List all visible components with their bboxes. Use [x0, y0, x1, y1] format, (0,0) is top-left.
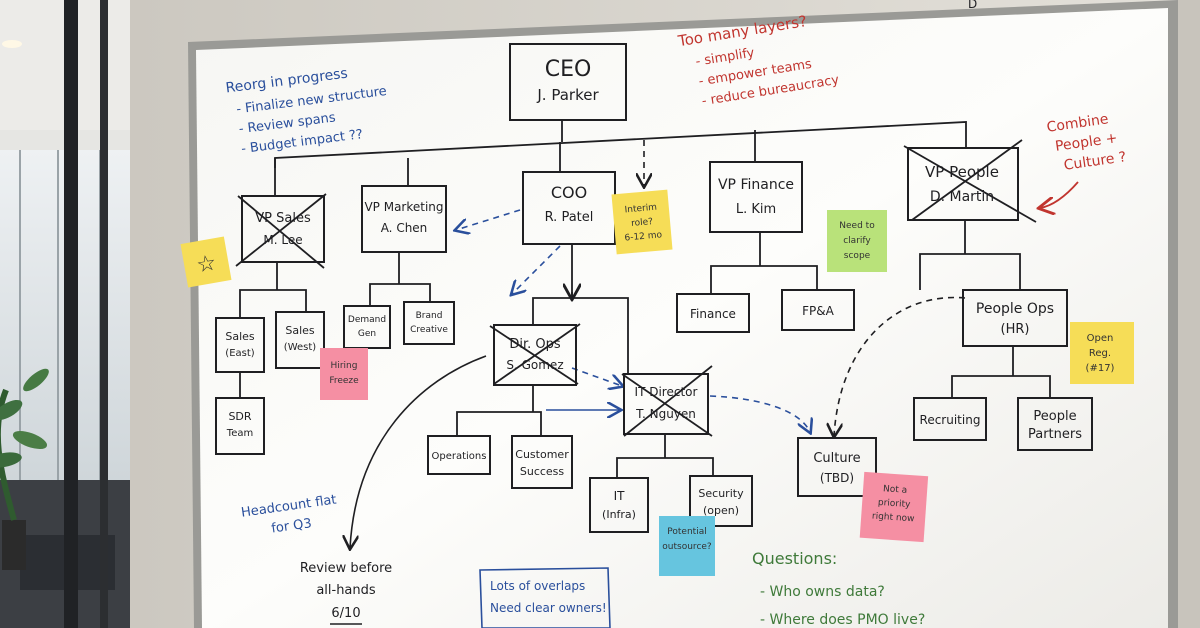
- svg-text:role?: role?: [631, 217, 654, 229]
- brand-line1: Brand: [416, 311, 443, 321]
- people-ops-sub: (HR): [1001, 322, 1030, 337]
- fpa-label: FP&A: [802, 304, 834, 318]
- vp-people-title: VP People: [925, 163, 999, 181]
- sticky-interim: Interim role? 6-12 mo: [611, 189, 673, 255]
- svg-text:Freeze: Freeze: [329, 376, 359, 386]
- brand-line2: Creative: [410, 325, 448, 335]
- org-connectors: [239, 120, 1051, 478]
- vp-finance-title: VP Finance: [718, 177, 794, 193]
- star-icon: ☆: [195, 250, 219, 278]
- svg-text:scope: scope: [844, 251, 871, 261]
- questions-note: Questions: - Who owns data? - Where does…: [752, 549, 925, 628]
- ceo-title: CEO: [545, 57, 592, 82]
- svg-text:6-12 mo: 6-12 mo: [624, 230, 663, 243]
- svg-text:Open: Open: [1087, 333, 1114, 344]
- security-line1: Security: [698, 487, 744, 500]
- sales-east-line1: Sales: [225, 330, 255, 343]
- sales-west-line2: (West): [284, 342, 316, 353]
- coo-title: COO: [551, 183, 587, 202]
- culture-sub: (TBD): [820, 471, 854, 485]
- vp-sales-name: M. Lee: [263, 233, 302, 247]
- vp-people-name: D. Martin: [930, 189, 994, 205]
- overlap-note: Lots of overlaps Need clear owners!: [479, 567, 611, 628]
- sticky-outsource: Potential outsource?: [659, 516, 715, 576]
- glass-frame: [100, 0, 108, 628]
- it-director-title: IT Director: [635, 385, 698, 399]
- vp-marketing-name: A. Chen: [381, 221, 428, 235]
- door-frame: [64, 0, 78, 628]
- cross-outs: [235, 139, 1037, 437]
- people-partners-line2: Partners: [1028, 427, 1082, 442]
- it-infra-line1: IT: [614, 489, 626, 503]
- svg-text:(#17): (#17): [1086, 363, 1115, 374]
- demand-gen-line1: Demand: [348, 315, 386, 325]
- svg-text:Reg.: Reg.: [1089, 348, 1111, 359]
- sticky-star: ☆: [180, 236, 232, 288]
- svg-text:Hiring: Hiring: [331, 361, 358, 371]
- coo-name: R. Patel: [545, 210, 594, 225]
- sticky-not-priority: Not a priority right now: [859, 471, 929, 543]
- svg-text:Questions:: Questions:: [752, 549, 837, 568]
- finance-label: Finance: [690, 307, 736, 321]
- sdr-line2: Team: [226, 428, 253, 439]
- svg-text:Interim: Interim: [624, 203, 657, 216]
- ceo-name: J. Parker: [536, 86, 599, 104]
- plant: [0, 368, 49, 570]
- sales-east-line2: (East): [225, 348, 254, 359]
- culture-title: Culture: [813, 451, 860, 466]
- svg-text:- Who owns data?: - Who owns data?: [760, 584, 885, 600]
- dir-ops-title: Dir. Ops: [509, 337, 561, 352]
- sticky-hiring-freeze: Hiring Freeze: [320, 348, 368, 400]
- vp-marketing-title: VP Marketing: [364, 200, 443, 214]
- svg-text:Need to: Need to: [839, 221, 875, 231]
- svg-text:Review before: Review before: [300, 561, 392, 576]
- operations-label: Operations: [432, 451, 487, 462]
- svg-text:clarify: clarify: [843, 236, 871, 246]
- svg-text:for Q3: for Q3: [270, 516, 312, 536]
- recruiting-label: Recruiting: [920, 413, 981, 427]
- cs-line1: Customer: [515, 448, 569, 461]
- svg-text:- Where does PMO live?: - Where does PMO live?: [760, 612, 925, 628]
- sdr-line1: SDR: [228, 410, 251, 423]
- svg-text:Not a: Not a: [883, 484, 908, 496]
- svg-text:6/10: 6/10: [331, 606, 360, 621]
- cs-line2: Success: [520, 465, 565, 478]
- it-infra-line2: (Infra): [602, 508, 636, 521]
- people-partners-line1: People: [1033, 409, 1076, 424]
- top-right-partial-text: D: [968, 0, 977, 11]
- svg-text:outsource?: outsource?: [662, 542, 712, 552]
- ceiling-light: [2, 40, 22, 48]
- svg-text:all-hands: all-hands: [316, 583, 376, 598]
- sticky-open-req: Open Reg. (#17): [1070, 322, 1134, 384]
- dashed-connectors: [456, 140, 966, 436]
- vp-sales-title: VP Sales: [255, 211, 311, 226]
- security-line2: (open): [703, 504, 739, 517]
- it-director-name: T. Nguyen: [635, 407, 696, 421]
- svg-text:Lots of overlaps: Lots of overlaps: [490, 579, 585, 593]
- review-note: Review before all-hands 6/10: [300, 561, 392, 621]
- combine-arrow: [1040, 181, 1079, 208]
- dir-ops-name: S. Gomez: [506, 358, 563, 372]
- svg-text:Potential: Potential: [667, 527, 706, 537]
- demand-gen-line2: Gen: [358, 329, 376, 339]
- svg-text:priority: priority: [878, 498, 912, 510]
- people-ops-title: People Ops: [976, 301, 1054, 317]
- review-arrow: [350, 355, 487, 548]
- sales-west-line1: Sales: [285, 324, 315, 337]
- vp-finance-name: L. Kim: [736, 202, 776, 217]
- svg-text:Need clear owners!: Need clear owners!: [490, 601, 607, 615]
- sticky-clarify: Need to clarify scope: [827, 210, 887, 272]
- svg-text:right now: right now: [872, 511, 915, 524]
